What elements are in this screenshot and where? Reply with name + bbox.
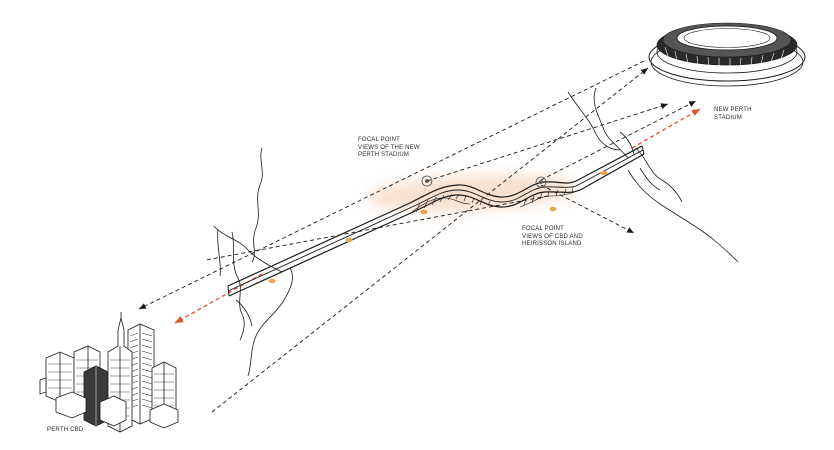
view-line-focal-to-stadium-1: [426, 103, 669, 182]
label-line: HEIRISSON ISLAND: [522, 241, 582, 247]
cbd-skyline: [39, 312, 179, 433]
view-line-focal-to-stadium-2: [540, 100, 697, 181]
view-lines: [138, 60, 697, 413]
label-perth-cbd: PERTH CBD: [47, 427, 83, 435]
bridge-end-west: [227, 285, 230, 297]
view-line-bridge-to-cbd: [205, 195, 549, 261]
label-line: PERTH STADIUM: [358, 152, 410, 158]
label-line: VIEWS OF CBD AND: [522, 233, 583, 240]
label-line: VIEWS OF THE NEW: [358, 144, 420, 151]
focal-point-markers: [421, 175, 547, 188]
view-line-focal-to-cbd: [540, 184, 635, 234]
bridge: [227, 145, 645, 297]
bridge-piers: [268, 170, 608, 284]
label-line: PERTH CBD: [47, 427, 84, 433]
focal-point-marker-stadium: [421, 175, 433, 187]
label-line: FOCAL POINT: [358, 137, 400, 143]
bridge-end-east: [641, 145, 645, 155]
label-line: STADIUM: [714, 114, 742, 121]
river-bank-lines: [213, 87, 739, 377]
label-new-perth-stadium: NEW PERTH STADIUM: [714, 107, 752, 122]
bridge-edge-outer: [227, 145, 643, 287]
label-focal-point-stadium: FOCAL POINT VIEWS OF THE NEW PERTH STADI…: [358, 137, 420, 160]
bridge-truss: [411, 186, 581, 213]
bridge-edge-mid: [227, 149, 644, 292]
view-line-stadium-to-cbd: [138, 60, 645, 310]
label-line: NEW PERTH: [714, 107, 752, 113]
axis-arrow-to-stadium: [631, 108, 701, 149]
stadium-illustration: [648, 22, 806, 87]
focal-point-marker-cbd: [535, 176, 547, 188]
primary-axis-arrows: [174, 108, 701, 324]
label-focal-point-cbd: FOCAL POINT VIEWS OF CBD AND HEIRISSON I…: [522, 226, 583, 249]
view-line-cbd-stadium-top: [211, 67, 649, 413]
label-line: FOCAL POINT: [522, 226, 564, 232]
bridge-edge-inner: [228, 153, 645, 297]
